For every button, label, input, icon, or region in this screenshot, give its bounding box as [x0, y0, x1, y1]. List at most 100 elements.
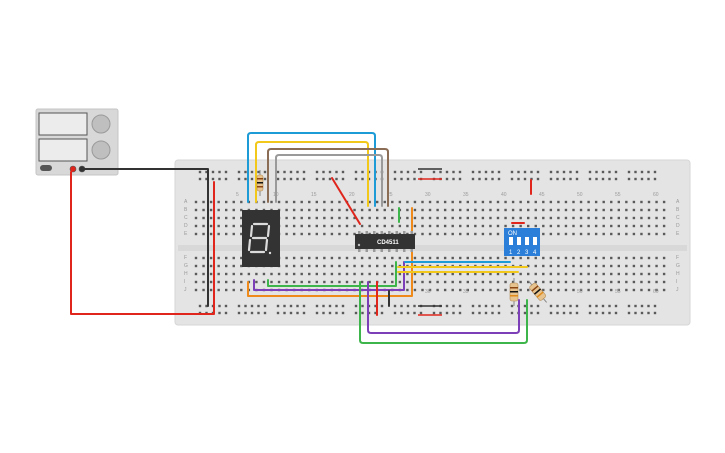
breadboard-hole[interactable] [662, 280, 666, 284]
breadboard-hole[interactable] [594, 224, 598, 228]
breadboard-hole[interactable] [459, 200, 462, 204]
breadboard-hole[interactable] [527, 264, 530, 268]
breadboard-hole[interactable] [542, 232, 545, 236]
breadboard-hole[interactable] [398, 280, 402, 284]
breadboard-hole[interactable] [530, 170, 533, 174]
breadboard-hole[interactable] [419, 311, 423, 315]
breadboard-hole[interactable] [217, 232, 220, 236]
breadboard-hole[interactable] [459, 208, 462, 212]
breadboard-hole[interactable] [497, 304, 501, 308]
breadboard-hole[interactable] [549, 311, 553, 315]
breadboard-hole[interactable] [443, 232, 447, 236]
breadboard-hole[interactable] [308, 208, 311, 212]
breadboard-hole[interactable] [308, 232, 311, 236]
breadboard-hole[interactable] [406, 272, 409, 276]
breadboard-hole[interactable] [360, 264, 364, 268]
breadboard-hole[interactable] [391, 264, 394, 268]
breadboard-hole[interactable] [602, 280, 605, 284]
breadboard-hole[interactable] [217, 264, 220, 268]
breadboard-hole[interactable] [406, 208, 409, 212]
breadboard-hole[interactable] [549, 208, 553, 212]
breadboard-hole[interactable] [262, 280, 266, 284]
breadboard-hole[interactable] [338, 216, 341, 220]
breadboard-hole[interactable] [617, 280, 620, 284]
breadboard-hole[interactable] [209, 256, 213, 260]
breadboard-hole[interactable] [209, 288, 213, 292]
breadboard-hole[interactable] [353, 200, 356, 204]
breadboard-hole[interactable] [406, 200, 409, 204]
breadboard-hole[interactable] [341, 170, 345, 174]
breadboard-hole[interactable] [459, 256, 462, 260]
breadboard-hole[interactable] [300, 216, 303, 220]
breadboard-hole[interactable] [300, 272, 303, 276]
breadboard-hole[interactable] [602, 208, 605, 212]
breadboard-hole[interactable] [466, 208, 469, 212]
breadboard-hole[interactable] [315, 208, 318, 212]
breadboard-hole[interactable] [588, 311, 592, 315]
breadboard-hole[interactable] [240, 280, 243, 284]
breadboard-hole[interactable] [564, 280, 568, 284]
breadboard-hole[interactable] [474, 216, 477, 220]
breadboard-hole[interactable] [511, 208, 515, 212]
breadboard-hole[interactable] [662, 288, 666, 292]
breadboard-hole[interactable] [428, 288, 432, 292]
breadboard-hole[interactable] [360, 216, 364, 220]
breadboard-hole[interactable] [557, 280, 560, 284]
breadboard-hole[interactable] [323, 224, 326, 228]
breadboard-hole[interactable] [562, 304, 566, 308]
breadboard-hole[interactable] [225, 208, 228, 212]
breadboard-hole[interactable] [224, 177, 228, 181]
breadboard-hole[interactable] [530, 304, 533, 308]
breadboard-hole[interactable] [209, 224, 213, 228]
breadboard-hole[interactable] [232, 232, 235, 236]
breadboard-hole[interactable] [587, 280, 590, 284]
breadboard-hole[interactable] [338, 272, 341, 276]
breadboard-hole[interactable] [421, 232, 424, 236]
breadboard-hole[interactable] [640, 224, 643, 228]
breadboard-hole[interactable] [308, 272, 311, 276]
breadboard-hole[interactable] [632, 200, 636, 204]
breadboard-hole[interactable] [255, 272, 258, 276]
breadboard-hole[interactable] [237, 170, 241, 174]
breadboard-hole[interactable] [217, 224, 220, 228]
breadboard-hole[interactable] [534, 272, 537, 276]
breadboard-hole[interactable] [315, 177, 319, 181]
breadboard-hole[interactable] [557, 264, 560, 268]
breadboard-hole[interactable] [322, 170, 325, 174]
breadboard-hole[interactable] [439, 311, 442, 315]
breadboard-hole[interactable] [653, 177, 657, 181]
breadboard-hole[interactable] [315, 224, 318, 228]
breadboard-hole[interactable] [575, 304, 579, 308]
breadboard-hole[interactable] [451, 280, 454, 284]
breadboard-hole[interactable] [380, 304, 384, 308]
breadboard-hole[interactable] [601, 304, 605, 308]
breadboard-hole[interactable] [315, 280, 318, 284]
breadboard-hole[interactable] [263, 177, 267, 181]
breadboard-hole[interactable] [338, 208, 341, 212]
breadboard-hole[interactable] [527, 280, 530, 284]
breadboard-hole[interactable] [400, 311, 403, 315]
breadboard-hole[interactable] [224, 304, 228, 308]
breadboard-hole[interactable] [572, 264, 575, 268]
breadboard-hole[interactable] [587, 232, 590, 236]
breadboard-hole[interactable] [368, 264, 371, 268]
breadboard-hole[interactable] [610, 272, 613, 276]
breadboard-hole[interactable] [519, 256, 522, 260]
breadboard-hole[interactable] [594, 264, 598, 268]
breadboard-hole[interactable] [496, 272, 500, 276]
breadboard-hole[interactable] [655, 264, 658, 268]
breadboard-hole[interactable] [627, 304, 631, 308]
breadboard-hole[interactable] [335, 304, 338, 308]
breadboard-hole[interactable] [653, 311, 657, 315]
breadboard-hole[interactable] [491, 177, 494, 181]
breadboard-hole[interactable] [610, 232, 613, 236]
breadboard-hole[interactable] [393, 304, 397, 308]
wire-power-negative[interactable] [81, 168, 209, 307]
breadboard-hole[interactable] [517, 177, 520, 181]
breadboard-hole[interactable] [504, 272, 507, 276]
breadboard-hole[interactable] [511, 224, 515, 228]
breadboard-hole[interactable] [289, 177, 293, 181]
breadboard-hole[interactable] [300, 280, 303, 284]
breadboard-hole[interactable] [300, 256, 303, 260]
breadboard-hole[interactable] [564, 264, 568, 268]
